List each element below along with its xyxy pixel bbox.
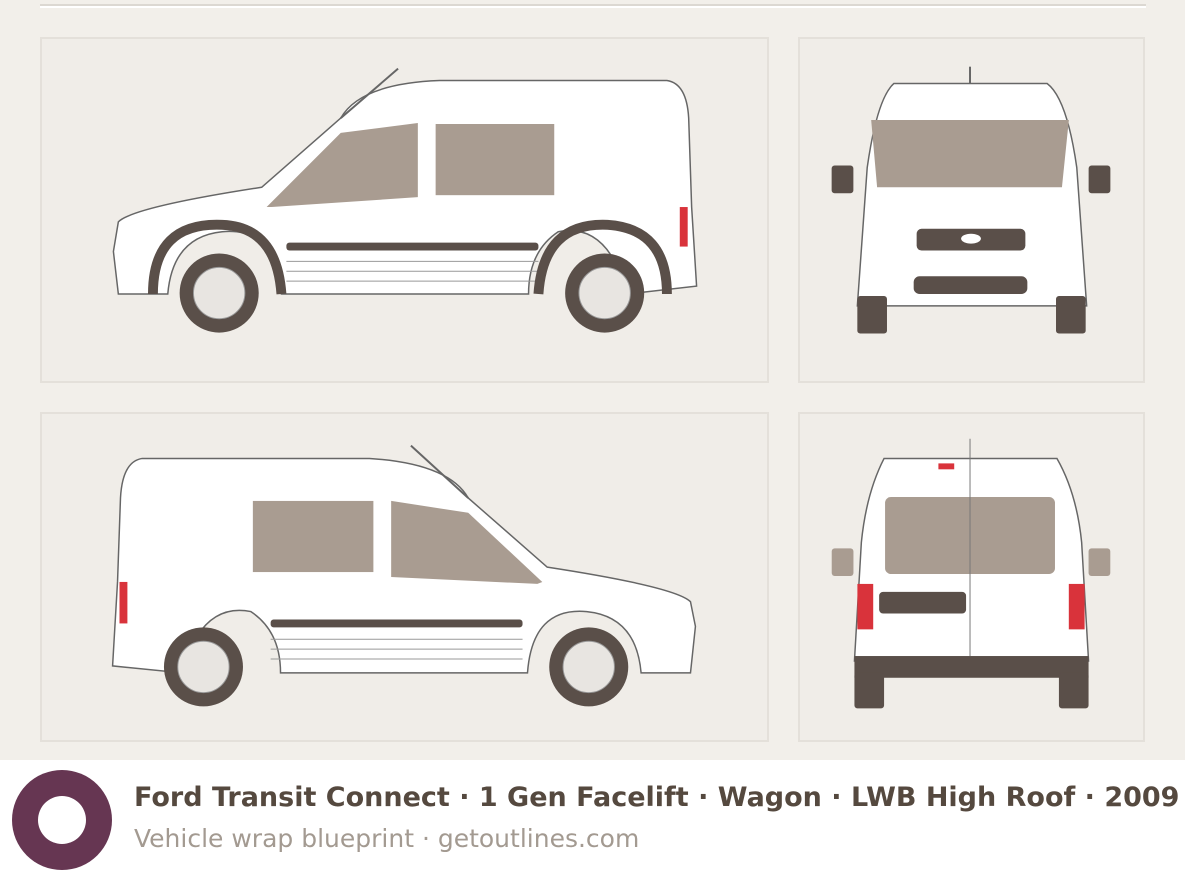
van-left-side-drawing	[112, 67, 698, 333]
rear-view-panel	[798, 412, 1145, 742]
van-rear-drawing	[831, 438, 1111, 709]
blueprint-title: Ford Transit Connect · 1 Gen Facelift · …	[134, 782, 1180, 813]
right-side-view-panel	[40, 412, 769, 742]
left-side-view-panel	[40, 37, 769, 383]
brand-logo-icon	[12, 770, 112, 870]
van-right-side-drawing	[111, 444, 697, 707]
van-front-drawing	[831, 66, 1111, 334]
top-divider	[40, 4, 1146, 8]
caption-footer: Ford Transit Connect · 1 Gen Facelift · …	[0, 760, 1185, 880]
blueprint-subtitle: Vehicle wrap blueprint · getoutlines.com	[134, 824, 640, 853]
front-view-panel	[798, 37, 1145, 383]
